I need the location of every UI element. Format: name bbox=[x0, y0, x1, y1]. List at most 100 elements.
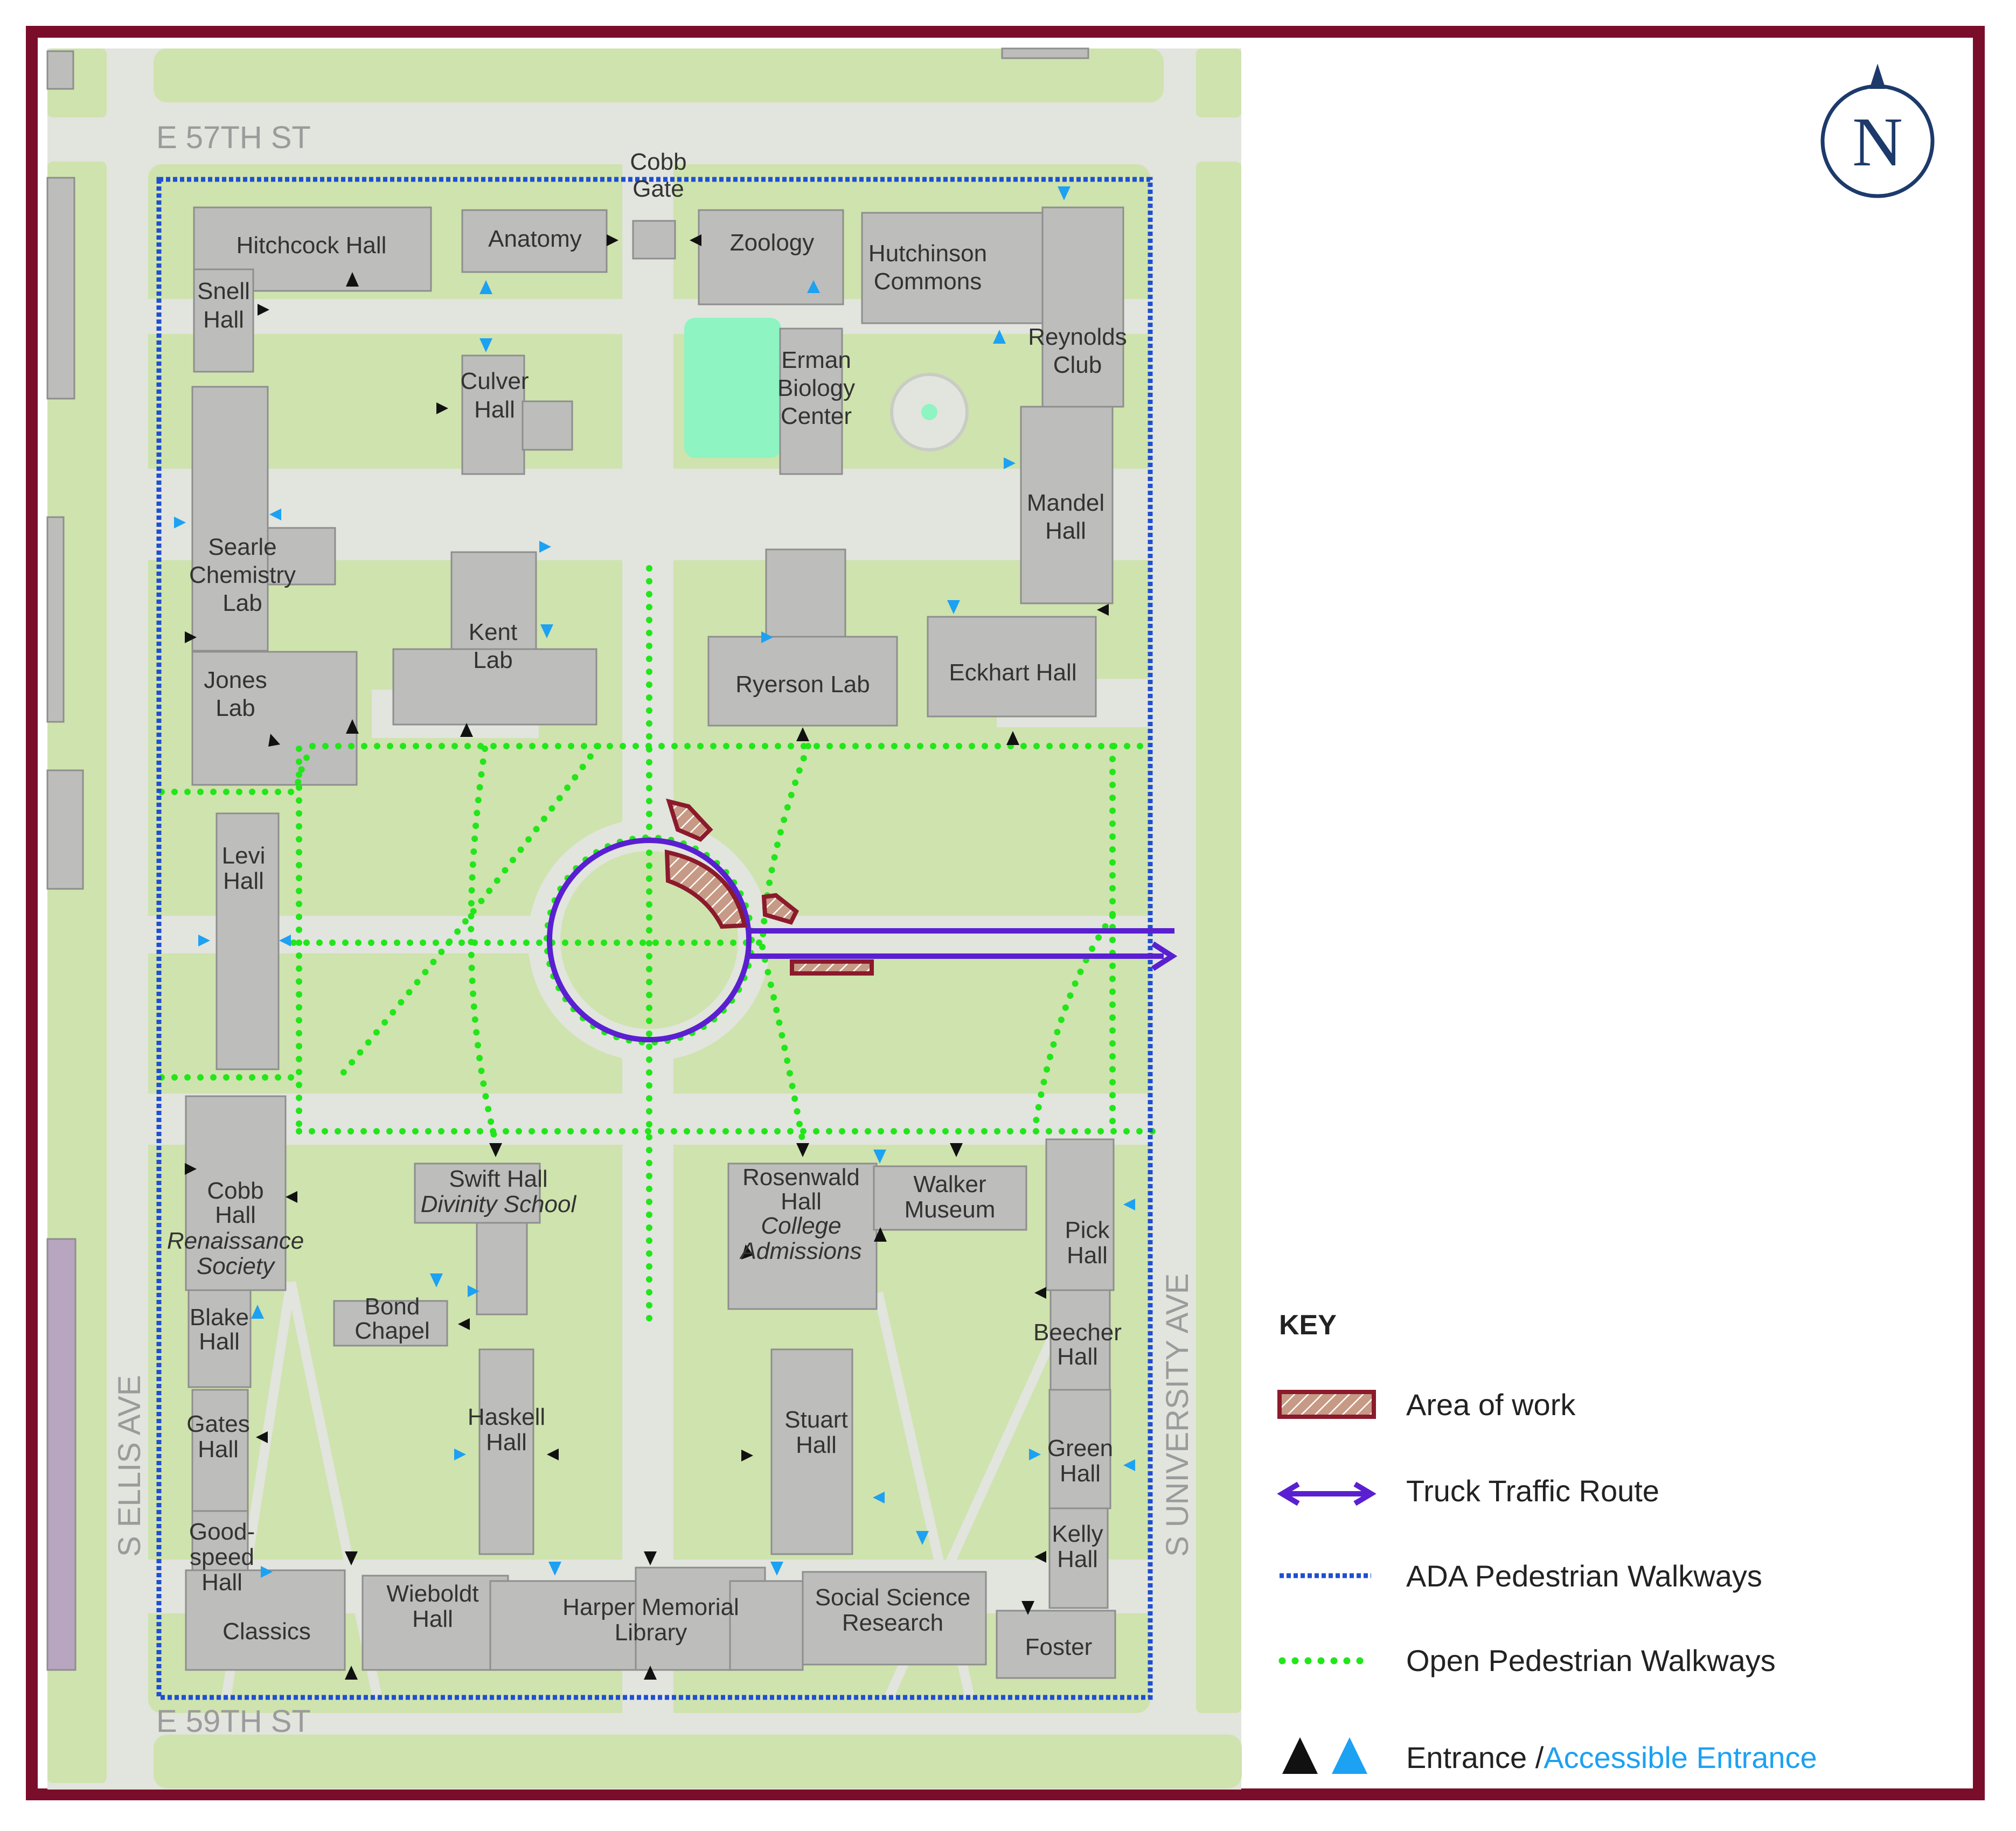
triangle-icon bbox=[1021, 1601, 1034, 1615]
triangle-icon bbox=[185, 631, 197, 643]
triangle-icon bbox=[258, 304, 269, 316]
label-cobb-2: Hall bbox=[215, 1202, 256, 1228]
triangle-icon bbox=[346, 719, 359, 734]
legend-truck-route: Truck Traffic Route bbox=[1406, 1474, 1659, 1508]
triangle-icon bbox=[460, 723, 473, 737]
building-swift-wing bbox=[476, 1222, 528, 1315]
building-culver bbox=[461, 354, 525, 475]
blue-triangle-icon bbox=[198, 935, 210, 946]
blue-triangle-icon bbox=[916, 1531, 929, 1545]
building-hutchinson bbox=[861, 212, 1044, 324]
label-rosenwald-4: Admissions bbox=[739, 1238, 862, 1264]
label-searle-1: Searle bbox=[208, 534, 276, 560]
label-kelly-1: Kelly bbox=[1052, 1521, 1103, 1547]
blue-triangle-icon bbox=[947, 600, 960, 614]
label-goodspeed-2: speed bbox=[190, 1544, 254, 1570]
label-green-1: Green bbox=[1047, 1435, 1113, 1461]
label-ryerson: Ryerson Lab bbox=[735, 671, 870, 698]
label-stuart-1: Stuart bbox=[784, 1407, 847, 1433]
triangle-icon bbox=[741, 1450, 753, 1461]
blue-triangle-icon bbox=[1058, 186, 1070, 200]
label-jones-2: Lab bbox=[215, 695, 255, 721]
building-anatomy bbox=[461, 209, 608, 273]
blue-triangle-icon bbox=[1332, 1737, 1367, 1774]
building-eckhart bbox=[927, 616, 1097, 718]
blue-triangle-icon bbox=[174, 517, 186, 528]
accessible-entrances bbox=[174, 186, 1135, 1578]
street-labels: E 57TH ST E 59TH ST S ELLIS AVE S UNIVER… bbox=[112, 120, 1195, 1739]
triangle-icon bbox=[1006, 731, 1019, 745]
label-hutchinson-1: Hutchinson bbox=[868, 240, 987, 267]
building-swift bbox=[414, 1162, 541, 1224]
building-levi bbox=[215, 812, 280, 1070]
street-north-label: E 57TH ST bbox=[156, 120, 311, 155]
label-reynolds-2: Club bbox=[1053, 352, 1102, 378]
label-cobb-1: Cobb bbox=[207, 1178, 263, 1204]
triangle-icon bbox=[644, 1666, 657, 1680]
street-west-label: S ELLIS AVE bbox=[112, 1375, 147, 1557]
building-beecher bbox=[1049, 1289, 1111, 1391]
building-pick bbox=[1045, 1138, 1115, 1291]
triangle-icon bbox=[345, 1551, 358, 1565]
building-connector bbox=[729, 1580, 804, 1671]
label-green-2: Hall bbox=[1060, 1460, 1101, 1487]
triangle-icon bbox=[741, 1244, 753, 1259]
label-bond-1: Bond bbox=[365, 1293, 420, 1320]
open-walkways bbox=[158, 565, 1162, 1326]
blue-triangle-icon bbox=[873, 1150, 886, 1164]
label-snell-2: Hall bbox=[203, 307, 244, 333]
blue-triangle-icon bbox=[1004, 457, 1016, 469]
building-walker bbox=[873, 1165, 1027, 1231]
label-gates-1: Gates bbox=[186, 1411, 249, 1437]
label-stuart-2: Hall bbox=[796, 1432, 837, 1458]
blue-triangle-icon bbox=[269, 509, 281, 520]
blue-triangle-icon bbox=[873, 1492, 885, 1503]
triangle-icon bbox=[950, 1143, 963, 1157]
blue-triangle-icon bbox=[468, 1285, 479, 1297]
label-levi-2: Hall bbox=[223, 868, 264, 894]
outer-buildings bbox=[46, 47, 1089, 890]
label-culver-1: Culver bbox=[460, 368, 529, 394]
blue-triangle-icon bbox=[540, 624, 553, 638]
legend-accessible-entrance: Accessible Entrance bbox=[1544, 1741, 1817, 1774]
building-foster bbox=[996, 1610, 1116, 1679]
label-kelly-2: Hall bbox=[1057, 1546, 1098, 1572]
blue-triangle-icon bbox=[1123, 1459, 1135, 1471]
erman-garden bbox=[684, 318, 781, 458]
triangle-icon bbox=[1034, 1287, 1046, 1299]
triangle-icon bbox=[256, 1431, 268, 1443]
fountain-water bbox=[921, 404, 937, 420]
blue-triangle-icon bbox=[1029, 1449, 1041, 1460]
building-mandel bbox=[1020, 406, 1114, 604]
label-harper-1: Harper Memorial bbox=[562, 1594, 739, 1620]
triangle-icon bbox=[607, 234, 618, 246]
street-east-label: S UNIVERSITY AVE bbox=[1160, 1273, 1195, 1557]
label-anatomy: Anatomy bbox=[488, 226, 582, 252]
label-classics: Classics bbox=[223, 1618, 311, 1645]
building-green bbox=[1048, 1389, 1111, 1509]
building-classics bbox=[185, 1569, 346, 1671]
work-area-strip bbox=[790, 959, 874, 976]
building-ssr bbox=[802, 1571, 987, 1666]
triangle-icon bbox=[796, 727, 809, 741]
entrances bbox=[185, 234, 1109, 1680]
label-beecher-2: Hall bbox=[1057, 1343, 1098, 1370]
legend-entrance: Entrance / bbox=[1406, 1741, 1544, 1774]
blue-triangle-icon bbox=[479, 338, 492, 352]
label-swift-1: Swift Hall bbox=[449, 1166, 547, 1192]
triangle-icon bbox=[874, 1227, 887, 1242]
building-rosenwald bbox=[727, 1162, 878, 1310]
ada-walkway-perimeter bbox=[156, 177, 1153, 1700]
building-reynolds bbox=[1041, 206, 1124, 408]
label-harper-2: Library bbox=[615, 1619, 687, 1646]
compass-rose-icon: N bbox=[1820, 64, 1935, 198]
blue-triangle-icon bbox=[770, 1562, 783, 1576]
label-eckhart: Eckhart Hall bbox=[949, 659, 1076, 686]
blue-triangle-icon bbox=[761, 631, 773, 643]
triangle-icon bbox=[268, 734, 280, 747]
building-ryerson bbox=[707, 636, 898, 727]
building-wieboldt bbox=[362, 1575, 509, 1671]
label-goodspeed-3: Hall bbox=[201, 1569, 242, 1596]
compass-letter: N bbox=[1852, 103, 1903, 181]
label-hitchcock: Hitchcock Hall bbox=[237, 232, 387, 259]
